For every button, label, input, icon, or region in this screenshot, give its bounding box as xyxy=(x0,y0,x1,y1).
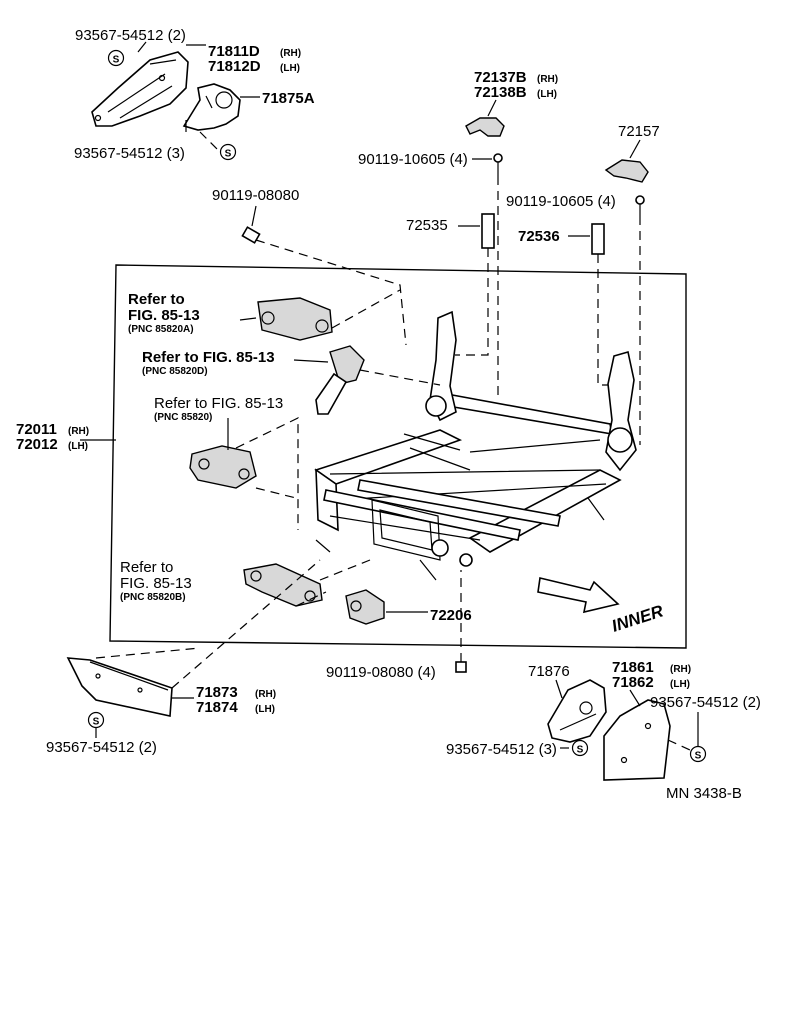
dash-line-72536 xyxy=(597,254,612,386)
leader-clip-top xyxy=(137,41,147,53)
label-72206: 72206 xyxy=(430,607,472,624)
label-inner: INNER xyxy=(609,601,666,636)
label-71873: 71873 xyxy=(196,684,238,701)
bolt-10605-a-drawing xyxy=(493,153,503,176)
clip-symbol-4: S xyxy=(689,745,707,763)
cover-71811d-drawing xyxy=(91,51,189,127)
leader-71876 xyxy=(555,679,563,699)
cover-71861-drawing xyxy=(603,699,671,781)
label-72157: 72157 xyxy=(618,123,660,140)
label-93567-54512-2-right: 93567-54512 (2) xyxy=(650,694,761,711)
label-lh-72012: (LH) xyxy=(68,441,88,452)
dash-motor-d xyxy=(359,369,441,386)
leader-71861 xyxy=(629,689,641,707)
label-pnc-85820b: (PNC 85820B) xyxy=(120,592,186,603)
dash-clip-4 xyxy=(667,739,691,751)
label-71861: 71861 xyxy=(612,659,654,676)
svg-text:S: S xyxy=(577,745,584,756)
bolt-10605-b-drawing xyxy=(635,195,645,216)
label-90119-10605-b: 90119-10605 (4) xyxy=(506,193,616,210)
leader-85820a xyxy=(239,317,257,321)
bolt-08080-bottom-drawing xyxy=(455,570,467,673)
label-71812d: 71812D xyxy=(208,58,261,75)
motor-72206-drawing xyxy=(345,589,385,625)
label-71875a: 71875A xyxy=(262,90,315,107)
motor-85820b-drawing xyxy=(243,563,323,607)
label-93567-54512-2-top: 93567-54512 (2) xyxy=(75,27,186,44)
label-72137b: 72137B xyxy=(474,69,527,86)
label-fig-85-13-b: FIG. 85-13 xyxy=(120,575,192,592)
label-93567-54512-2-bottom: 93567-54512 (2) xyxy=(46,739,157,756)
leader-08080 xyxy=(251,205,257,227)
label-refer-to-a: Refer to xyxy=(128,291,185,308)
label-71874: 71874 xyxy=(196,699,238,716)
label-rh-72011: (RH) xyxy=(68,426,89,437)
label-lh-71862: (LH) xyxy=(670,679,690,690)
label-lh-71812d: (LH) xyxy=(280,63,300,74)
label-72536: 72536 xyxy=(518,228,560,245)
clip-symbol-5: S xyxy=(571,739,589,757)
label-71811d: 71811D xyxy=(208,43,260,60)
part-72137b-drawing xyxy=(465,117,505,137)
label-refer-to-b: Refer to xyxy=(120,559,173,576)
label-72012: 72012 xyxy=(16,436,58,453)
assembly-frame-box xyxy=(109,264,687,649)
label-72138b: 72138B xyxy=(474,84,527,101)
clip-symbol-1: S xyxy=(107,49,125,67)
label-refer-to-fig-85820: Refer to FIG. 85-13 xyxy=(154,395,283,412)
dash-line-72535 xyxy=(455,248,489,356)
label-lh-72138b: (LH) xyxy=(537,89,557,100)
clip-symbol-3: S xyxy=(87,711,105,729)
label-rh-71811d: (RH) xyxy=(280,48,301,59)
leader-85820d xyxy=(293,359,329,363)
dash-71873-right xyxy=(171,559,321,689)
label-pnc-85820d: (PNC 85820D) xyxy=(142,366,208,377)
label-90119-10605-a: 90119-10605 (4) xyxy=(358,151,468,168)
drawing-code: MN 3438-B xyxy=(666,785,742,802)
label-71862: 71862 xyxy=(612,674,654,691)
label-rh-72137b: (RH) xyxy=(537,74,558,85)
dash-71873-left xyxy=(95,647,201,659)
cover-71873-drawing xyxy=(66,657,173,717)
bolt-08080-drawing xyxy=(241,226,261,244)
svg-text:S: S xyxy=(93,717,100,728)
clip-symbol-2: S xyxy=(219,143,237,161)
leader-clip-bottom xyxy=(199,131,219,151)
part-72157-drawing xyxy=(604,159,649,183)
label-lh-71874: (LH) xyxy=(255,704,275,715)
bracket-71876-drawing xyxy=(547,679,607,743)
label-rh-71861: (RH) xyxy=(670,664,691,675)
part-72536-drawing xyxy=(591,223,605,255)
label-90119-08080-4: 90119-08080 (4) xyxy=(326,664,436,681)
motor-85820a-drawing xyxy=(257,297,333,341)
label-90119-08080: 90119-08080 xyxy=(212,187,299,204)
label-93567-54512-3-bottom: 93567-54512 (3) xyxy=(446,741,557,758)
svg-text:S: S xyxy=(695,751,702,762)
motor-85820-drawing xyxy=(189,445,257,489)
label-pnc-85820: (PNC 85820) xyxy=(154,412,212,423)
label-fig-85-13-a: FIG. 85-13 xyxy=(128,307,200,324)
label-rh-71873: (RH) xyxy=(255,689,276,700)
dash-motor-85820-b xyxy=(255,487,297,499)
dash-motor-b xyxy=(295,559,371,607)
dash-motor-85820 xyxy=(235,417,299,530)
svg-text:S: S xyxy=(225,149,232,160)
dash-line-bolt-08080 xyxy=(255,239,407,346)
inner-direction-arrow xyxy=(537,577,620,614)
leader-72137b xyxy=(487,99,497,117)
svg-text:S: S xyxy=(113,55,120,66)
bracket-71875a-drawing xyxy=(182,83,241,132)
motor-85820d-drawing xyxy=(315,345,365,415)
leader-72157 xyxy=(629,139,641,159)
label-71876: 71876 xyxy=(528,663,570,680)
label-93567-54512-3-top: 93567-54512 (3) xyxy=(74,145,185,162)
label-72011: 72011 xyxy=(16,421,57,438)
label-pnc-85820a: (PNC 85820A) xyxy=(128,324,194,335)
label-refer-to-fig-d: Refer to FIG. 85-13 xyxy=(142,349,275,366)
dash-motor-a xyxy=(331,289,401,329)
seat-frame-drawing xyxy=(314,310,637,581)
part-72535-drawing xyxy=(481,213,495,249)
label-72535: 72535 xyxy=(406,217,448,234)
